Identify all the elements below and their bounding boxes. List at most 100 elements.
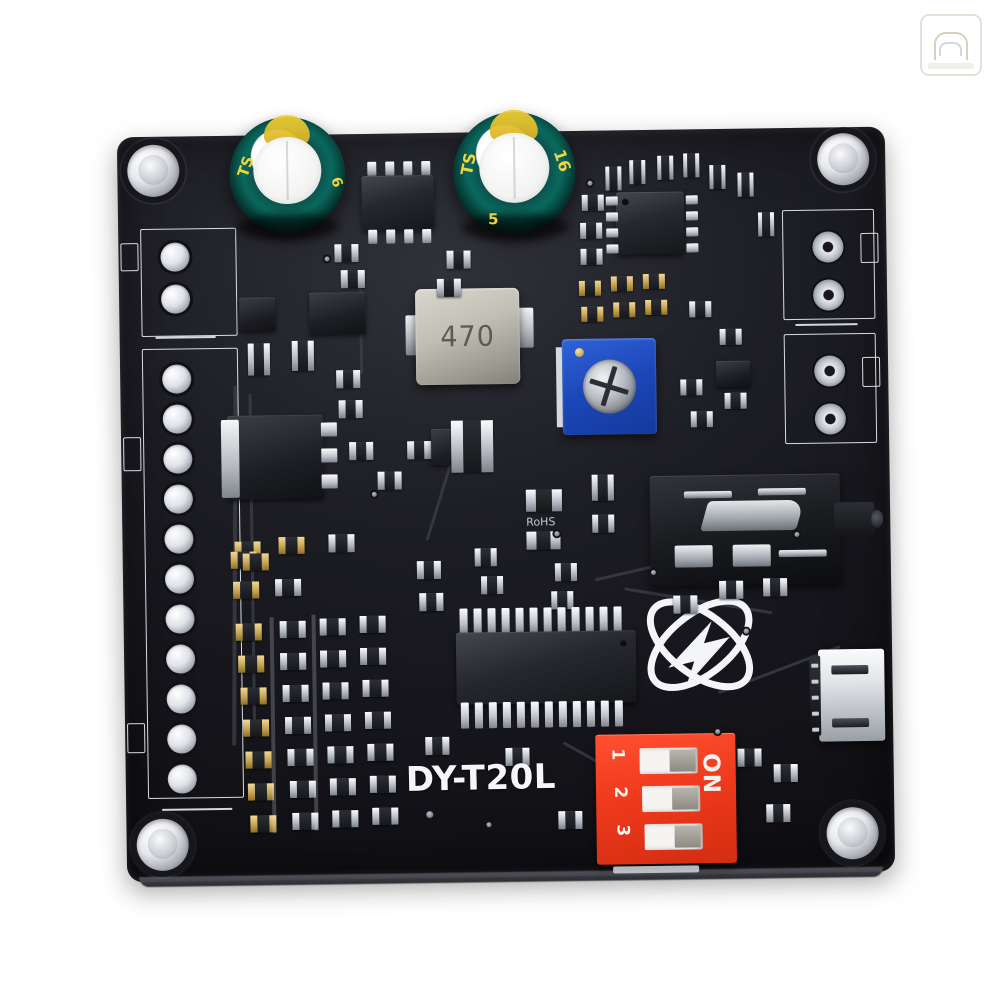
via-3 (554, 531, 560, 537)
mosfet-top (309, 291, 366, 335)
micro-usb-connector[interactable] (809, 648, 886, 742)
cap1-top (253, 136, 322, 205)
trimpot-adjust-screw[interactable] (582, 359, 637, 414)
watermark-inner-icon (939, 42, 962, 56)
amplifier-ic (615, 191, 685, 255)
smd-rohs (525, 489, 563, 512)
mounting-hole-top-left (126, 144, 180, 198)
smd-mr-10 (690, 411, 713, 428)
smd-t-3 (446, 250, 471, 269)
jack-clip-5 (778, 549, 827, 558)
power-regulator-to252 (226, 414, 324, 500)
electrolytic-capacitor-c2: TS 16 5 (452, 109, 577, 242)
smd-mr-4 (581, 306, 604, 322)
smd-ur-1 (605, 166, 622, 191)
smd-mr-11 (724, 392, 747, 409)
soic8-pins-top (367, 161, 431, 176)
jack-clip-2 (757, 487, 806, 496)
via-2 (486, 822, 492, 828)
main-audio-ic-ssop (455, 630, 637, 705)
grid-guide-1 (269, 617, 277, 834)
smd-l-7 (377, 471, 402, 490)
left-slot-2 (123, 437, 142, 472)
smd-l-4 (338, 399, 363, 419)
regulator-tab (220, 419, 240, 498)
smd-ur-4 (683, 153, 700, 178)
right-slot-2 (861, 356, 881, 388)
smd-t-1 (334, 244, 359, 263)
diode-mr-1 (716, 360, 751, 388)
blue-trim-potentiometer[interactable] (561, 337, 658, 436)
left-slot-1 (120, 243, 139, 272)
inductor-marking: 470 (440, 319, 496, 354)
usb-slot-top (831, 664, 869, 675)
jack-clip-1 (683, 490, 732, 499)
smd-ur-5 (581, 194, 604, 211)
smd-mr-1 (578, 280, 602, 296)
smd-ic-10 (773, 763, 798, 783)
smd-l-1 (247, 343, 271, 376)
smd-m-5 (474, 548, 497, 567)
smd-ic-1 (416, 560, 442, 580)
smd-mr-5 (613, 302, 636, 318)
smd-t-2 (340, 269, 365, 289)
dip-switch-1[interactable] (639, 747, 698, 775)
right-slot-1 (860, 232, 879, 264)
electrolytic-capacitor-c1: TS 6 (228, 114, 347, 241)
dip-switch-3pos[interactable]: ON 1 2 3 (595, 732, 738, 865)
left-slot-3 (127, 723, 146, 754)
soic8-pins-bottom (368, 229, 432, 244)
smd-mr-9 (680, 379, 703, 396)
rohs-silk-label: RoHS (526, 515, 556, 529)
dip-num-2: 2 (609, 786, 631, 799)
grid-guide-2 (311, 614, 319, 831)
cap1-shadow (236, 213, 340, 241)
jack-barrel (833, 501, 875, 537)
smd-ur-9 (737, 172, 754, 197)
via-8 (324, 256, 330, 262)
silk-divider-a (155, 336, 216, 339)
smd-m-1 (591, 474, 614, 501)
power-inductor: 470 (414, 287, 521, 386)
smd-ur-8 (709, 164, 726, 190)
dip-solder-bar (613, 865, 700, 874)
smd-cap-mid (450, 420, 494, 473)
jack-spring-contact (700, 499, 805, 532)
cap1-marking-b: 6 (327, 174, 346, 190)
smd-l-3 (336, 370, 361, 389)
watermark-text (928, 63, 974, 69)
smd-ur-7 (580, 248, 603, 265)
silk-frame-left-top (140, 227, 238, 338)
dip-switch-3[interactable] (644, 823, 703, 851)
smd-m-7 (328, 534, 355, 553)
smd-ic-2 (419, 592, 444, 612)
smd-ur-6 (580, 222, 603, 239)
silk-divider-b (162, 807, 233, 811)
cap2-shadow (461, 213, 569, 242)
smd-mr-2 (610, 276, 634, 292)
smd-ic-9 (737, 748, 762, 767)
atom-orbital-logo (633, 580, 767, 708)
dip-num-1: 1 (607, 748, 628, 761)
board-silkscreen-label: DY-T20L (405, 756, 557, 800)
mounting-hole-bottom-left (136, 818, 190, 872)
dip-switch-2[interactable] (641, 785, 701, 813)
smd-l-2 (291, 340, 315, 371)
smd-m-6 (481, 576, 504, 595)
usb-slot-bottom (832, 717, 870, 728)
via-5 (743, 628, 749, 634)
main-ic-pins-bottom (460, 700, 624, 729)
smd-ic-6 (673, 595, 698, 614)
smd-ic-13 (558, 810, 583, 830)
dip-on-label: ON (697, 752, 725, 795)
dip-num-3: 3 (612, 824, 633, 837)
diode-top (239, 297, 276, 332)
via-7 (371, 491, 377, 497)
smd-l-5 (349, 441, 374, 461)
shopee-style-watermark (920, 14, 982, 76)
audio-jack-3.5mm[interactable] (649, 473, 875, 586)
jack-clip-3 (674, 545, 713, 568)
cap2-marking-a: TS (456, 151, 480, 177)
smd-m-3 (554, 563, 578, 582)
